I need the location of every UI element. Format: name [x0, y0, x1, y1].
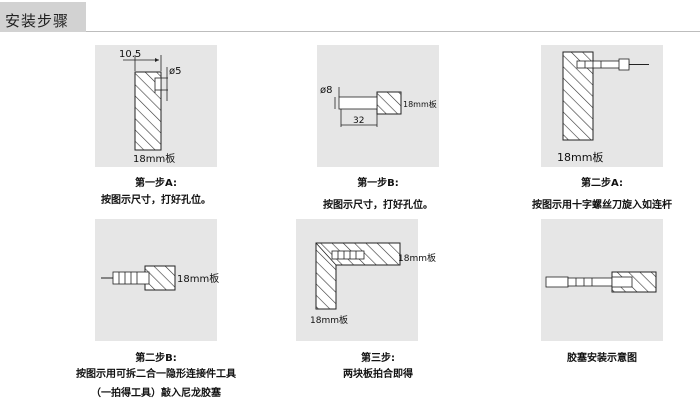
step-1a-figure: 10.5 ø5 18mm板 [95, 45, 217, 167]
step-1b-hole-label: ø8 [320, 85, 332, 96]
step-1b-title: 第一步B: [357, 178, 399, 189]
header-title: 安装步骤 [5, 12, 70, 30]
step-2b-figure: 18mm板 [95, 219, 219, 341]
step-1b-board-label: 18mm板 [403, 99, 437, 109]
step-1a-board-label: 18mm板 [133, 152, 175, 165]
step-2b-title: 第二步B: [135, 353, 177, 364]
step-3-desc: 两块板拍合即得 [343, 369, 413, 380]
step-1a-desc: 按图示尺寸，打好孔位。 [101, 195, 211, 206]
step-2b-board-label: 18mm板 [177, 272, 219, 285]
step-2b-desc-line1: 按图示用可拆二合一隐形连接件工具 [76, 369, 236, 380]
header-rule [86, 31, 700, 32]
step-1a-width-label: 10.5 [119, 49, 141, 60]
step-1a-title: 第一步A: [135, 178, 177, 189]
step-3-board-label-bottom: 18mm板 [310, 314, 348, 326]
plug-desc: 胶塞安装示意图 [567, 353, 637, 364]
step-2b-desc-line2: （一拍得工具）敲入尼龙胶塞 [91, 388, 221, 399]
step-1b-depth-label: 32 [353, 116, 364, 126]
step-3-title: 第三步: [361, 353, 395, 364]
step-2a-board-label: 18mm板 [557, 150, 603, 164]
plug-figure [541, 219, 663, 341]
step-2a-title: 第二步A: [581, 178, 623, 189]
step-3-board-label-right: 18mm板 [398, 252, 436, 264]
step-3-figure: 18mm板 18mm板 [296, 219, 436, 341]
step-1a-hole-label: ø5 [169, 66, 181, 77]
step-2a-figure: 18mm板 [541, 45, 663, 167]
step-1b-figure: ø8 32 18mm板 [317, 45, 439, 167]
step-1b-desc: 按图示尺寸，打好孔位。 [323, 200, 433, 211]
step-2a-desc: 按图示用十字螺丝刀旋入如连杆 [532, 200, 672, 211]
header-tab: 安装步骤 [0, 2, 86, 32]
header: 安装步骤 [0, 0, 700, 36]
